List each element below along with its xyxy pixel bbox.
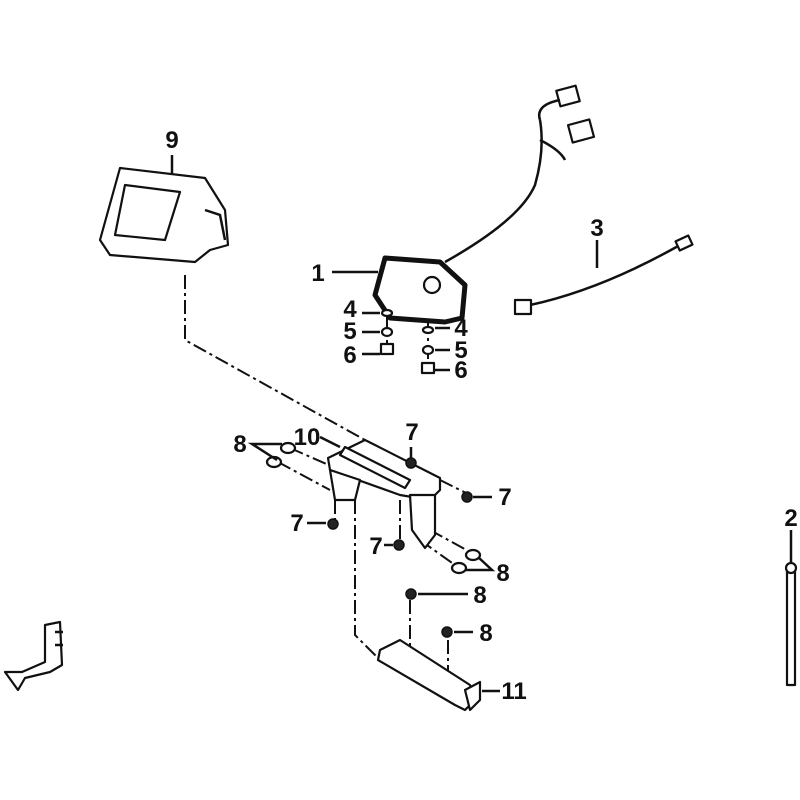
meter-stay-part[interactable] [326,438,442,550]
callout-1: 1 [311,260,324,287]
callout-8-upper-left: 8 [233,431,246,458]
callout-4-right: 4 [454,315,468,342]
callout-9: 9 [165,127,178,154]
callout-10: 10 [294,424,321,451]
callout-3: 3 [590,215,603,242]
lower-bracket-part[interactable] [376,638,482,712]
callout-7-left: 7 [290,510,303,537]
callout-4-left: 4 [343,296,357,323]
band-part[interactable] [784,561,798,687]
callout-5-left: 5 [343,318,356,345]
callout-7-right: 7 [498,484,511,511]
callout-8-bracket-b: 8 [479,620,492,647]
cover-part[interactable] [98,166,230,264]
callout-8-lower-right: 8 [496,560,509,587]
fasteners [265,441,482,638]
front-direction-arrow-icon [3,620,64,692]
mount-hardware [379,308,436,375]
speedometer-cable-part[interactable] [513,234,694,316]
callout-5-right: 5 [454,337,467,364]
callout-8-bracket-a: 8 [473,582,486,609]
callout-6-left: 6 [343,342,356,369]
callout-6-right: 6 [454,357,467,384]
meter-part[interactable] [372,84,596,325]
callout-7-center: 7 [369,533,382,560]
callout-2: 2 [784,505,797,532]
callout-labels: 9 1 3 4 5 6 4 5 6 10 7 7 7 7 8 8 8 8 11 … [165,127,797,705]
callout-7-top: 7 [405,419,418,446]
callout-11: 11 [501,678,526,705]
leader-lines [170,155,793,693]
